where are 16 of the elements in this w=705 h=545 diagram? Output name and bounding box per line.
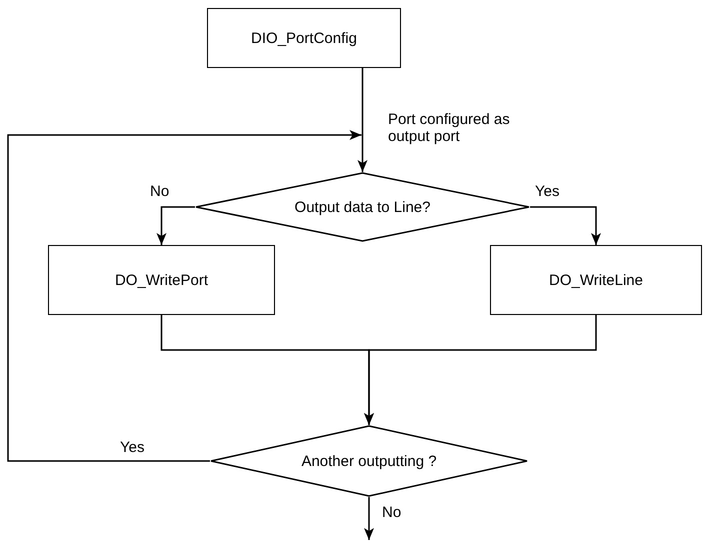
arrow	[7, 130, 362, 462]
process-box	[490, 245, 702, 315]
arrow	[364, 315, 597, 425]
node-label: DIO_PortConfig	[251, 30, 357, 46]
node-label: Output data to Line?	[294, 198, 430, 216]
process-box	[207, 8, 401, 68]
node-label: Another outputting ?	[301, 452, 437, 470]
decision-diamond	[210, 425, 528, 497]
arrow	[358, 68, 368, 172]
decision-diamond	[195, 172, 530, 242]
node-label: DO_WriteLine	[549, 272, 643, 288]
arrow	[156, 206, 195, 245]
arrow	[530, 206, 601, 245]
node-label: DO_WritePort	[114, 272, 208, 288]
arrow	[364, 497, 374, 540]
process-box	[48, 245, 275, 315]
